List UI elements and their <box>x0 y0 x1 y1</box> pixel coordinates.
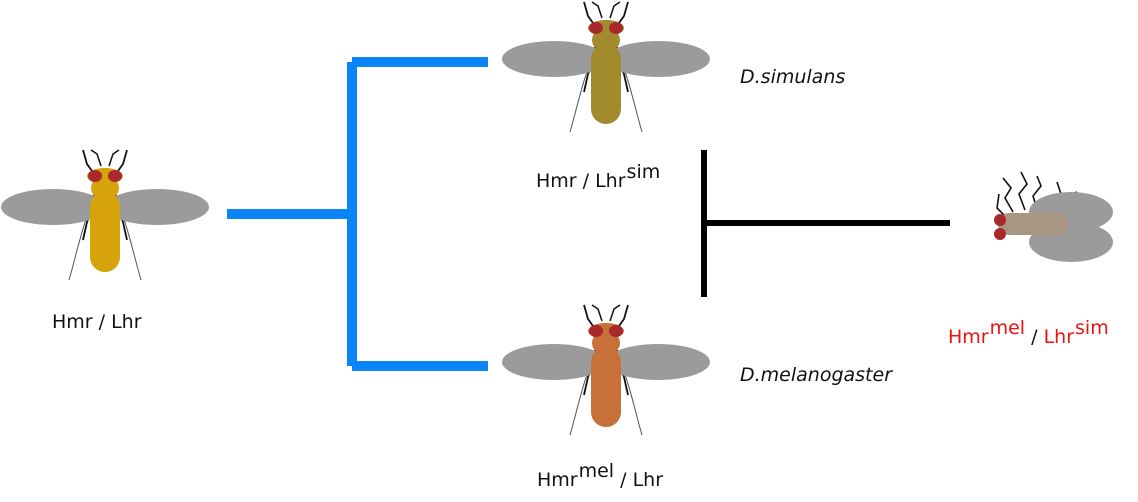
hybrid-hmr: Hmr <box>948 326 989 348</box>
ancestor-fly-icon <box>1 149 209 281</box>
hybrid-genotype-label: Hmrmel / Lhrsim <box>948 319 1109 348</box>
hybrid-slash: / <box>1025 326 1044 348</box>
melanogaster-fly-icon <box>502 304 710 436</box>
simulans-species-label: D.simulans <box>740 66 846 88</box>
ancestor-lhr: Lhr <box>111 311 142 333</box>
simulans-slash: / <box>576 170 596 192</box>
ancestor-genotype-label: Hmr / Lhr <box>52 313 142 332</box>
hybrid-lhr: Lhr <box>1043 326 1075 348</box>
speciation-connector <box>227 57 488 371</box>
simulans-lhr: Lhr <box>595 170 626 192</box>
hybrid-fly-icon <box>994 171 1113 262</box>
hybrid-lhr-superscript: sim <box>1075 317 1109 339</box>
melanogaster-genotype-label: Hmrmel / Lhr <box>537 462 664 491</box>
hybrid-hmr-superscript: mel <box>989 317 1026 339</box>
ancestor-hmr: Hmr <box>52 311 93 333</box>
simulans-lhr-superscript: sim <box>626 161 661 183</box>
simulans-hmr: Hmr <box>536 170 577 192</box>
melanogaster-lhr: Lhr <box>632 469 664 491</box>
melanogaster-hmr-superscript: mel <box>578 460 615 482</box>
hybrid-cross-connector <box>701 150 950 297</box>
ancestor-slash: / <box>92 311 112 333</box>
simulans-genotype-label: Hmr / Lhrsim <box>536 163 660 192</box>
melanogaster-hmr: Hmr <box>537 469 578 491</box>
simulans-fly-icon <box>502 1 710 133</box>
melanogaster-slash: / <box>614 469 633 491</box>
melanogaster-species-label: D.melanogaster <box>740 364 893 386</box>
